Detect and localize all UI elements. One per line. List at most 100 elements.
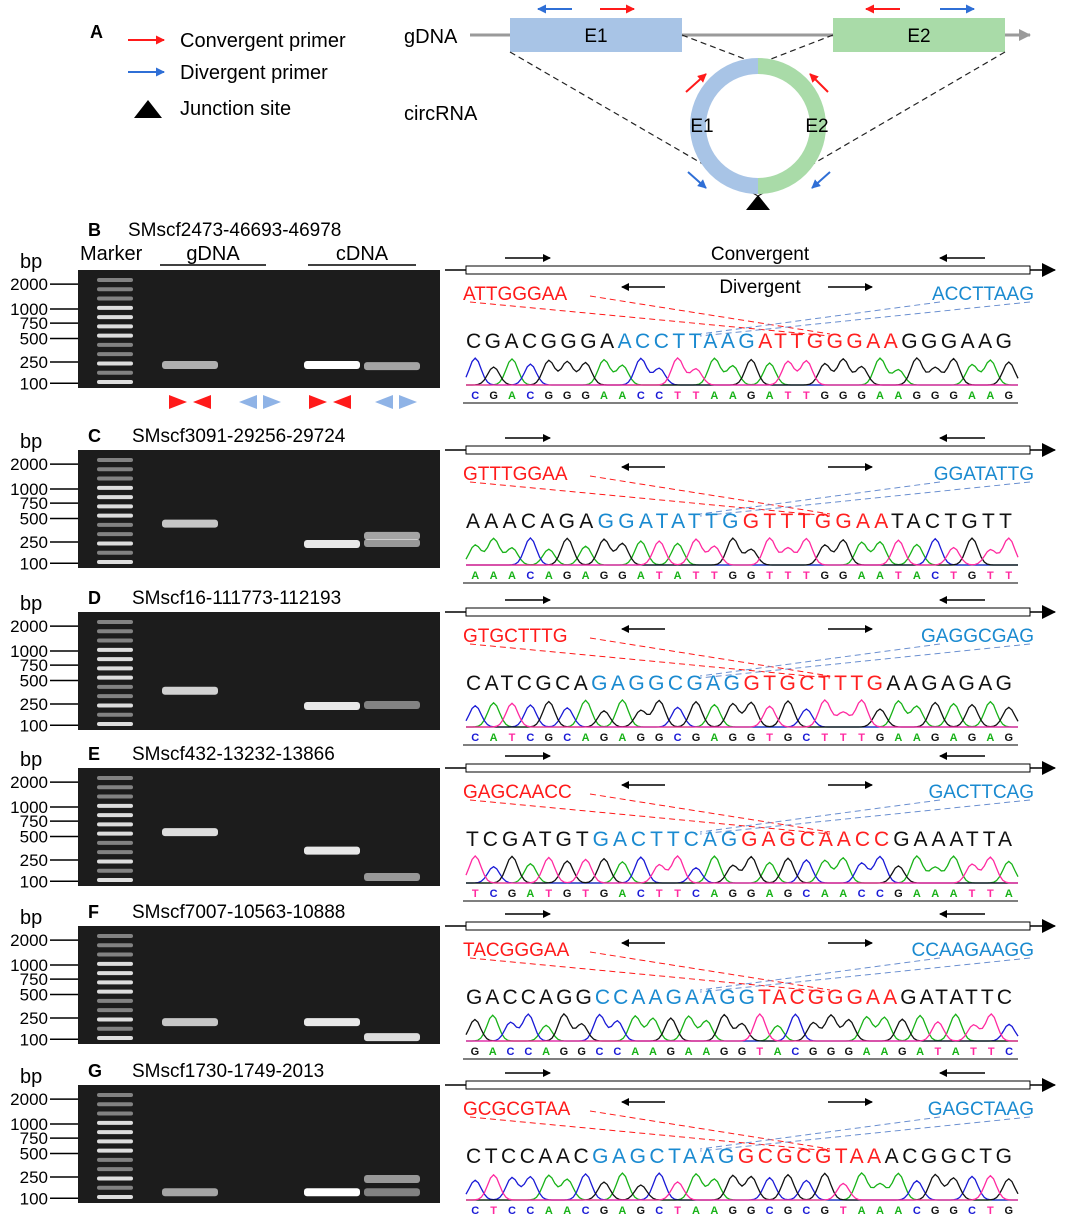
bp-label: bp [20, 749, 42, 771]
ladder-label: 500 [20, 985, 48, 1004]
base-call: T [766, 570, 773, 582]
base-call: G [839, 570, 848, 582]
gel-band [162, 361, 218, 370]
marker-band [97, 1017, 133, 1022]
base-call: T [674, 1205, 681, 1215]
marker-band [97, 1195, 133, 1199]
base-call: A [858, 570, 866, 582]
base-call: C [613, 1046, 621, 1058]
chromatogram-trace-a [466, 357, 1018, 386]
ladder-label: 250 [20, 1168, 48, 1187]
base-call: A [582, 732, 590, 744]
base-call: T [582, 888, 589, 900]
marker-band [97, 380, 133, 384]
marker-band [97, 803, 133, 808]
marker-band [97, 458, 133, 462]
marker-band [97, 1185, 133, 1190]
marker-band [97, 1148, 133, 1153]
base-call: G [545, 732, 554, 744]
panel-label: G [88, 1061, 102, 1081]
junction-connector-blue [699, 1116, 1031, 1152]
base-call: G [729, 888, 738, 900]
base-call: G [581, 390, 590, 402]
ladder-label: 1000 [10, 480, 48, 499]
base-call: C [526, 732, 534, 744]
marker-band [97, 657, 133, 662]
ladder-label: 750 [20, 656, 48, 675]
base-call: C [802, 1205, 810, 1215]
base-call: G [720, 1046, 729, 1058]
base-call: A [894, 732, 902, 744]
gel-band [364, 1033, 420, 1042]
legend-convergent-label: Convergent primer [180, 30, 346, 52]
junction-seq-black_1: AAACAGA [466, 510, 593, 533]
marker-band [97, 620, 133, 624]
base-call: T [766, 732, 773, 744]
marker-band [97, 1093, 133, 1097]
junction-triangle-icon [134, 100, 162, 118]
base-call: G [747, 888, 756, 900]
ladder-label: 250 [20, 1009, 48, 1028]
circ-e1-label: E1 [690, 116, 713, 137]
chromatogram-trace-c [465, 357, 1018, 386]
marker-band [97, 934, 133, 938]
marker-band [97, 629, 133, 634]
junction-connector-blue [699, 1116, 941, 1150]
marker-band [97, 647, 133, 652]
marker-band [97, 943, 133, 948]
base-call: C [655, 390, 663, 402]
marker-band [97, 296, 133, 301]
panel-a: A Convergent primer Divergent primer Jun… [90, 4, 1031, 210]
marker-band [97, 370, 133, 375]
gel-band [364, 531, 420, 540]
base-call: A [986, 732, 994, 744]
ladder-label: 100 [20, 872, 48, 891]
marker-band [97, 794, 133, 799]
gel-band [304, 539, 360, 548]
ladder-label: 500 [20, 671, 48, 690]
base-call: C [526, 1205, 534, 1215]
base-call: G [747, 570, 756, 582]
base-call: A [542, 1046, 550, 1058]
left-primer-seq: ATTGGGAA [463, 284, 567, 305]
junction-connector-red [469, 1116, 831, 1152]
ladder-label: 2000 [10, 1090, 48, 1109]
chromatogram-trace-t [466, 1012, 1018, 1042]
base-call: G [637, 732, 646, 744]
ladder-label: 1000 [10, 1115, 48, 1134]
base-call: G [913, 390, 922, 402]
marker-band [97, 694, 133, 699]
marker-band [97, 831, 133, 836]
template-strand [465, 1080, 1031, 1090]
legend-junction-label: Junction site [180, 98, 291, 120]
base-call: G [1005, 732, 1014, 744]
base-call: T [472, 888, 479, 900]
base-call: A [649, 1046, 657, 1058]
base-call: A [674, 570, 682, 582]
circ-convergent-primer-right-icon [809, 73, 829, 93]
junction-connector-blue [699, 301, 1031, 337]
base-call: A [490, 570, 498, 582]
base-call: G [618, 570, 627, 582]
junction-connector-blue [699, 957, 1031, 993]
base-call: T [693, 570, 700, 582]
base-call: G [784, 732, 793, 744]
left-primer-seq: GCGCGTAA [463, 1099, 571, 1120]
panel-title: SMscf7007-10563-10888 [132, 902, 345, 923]
marker-band [97, 675, 133, 680]
junction-connector-red [589, 1110, 831, 1150]
chromatogram-trace-t [465, 855, 1018, 884]
bp-label: bp [20, 431, 42, 453]
gel-band [162, 1018, 218, 1027]
junction-seq-red: GCGCGTAA [738, 1145, 881, 1168]
base-call: A [766, 390, 774, 402]
junction-connector-blue [699, 799, 941, 833]
base-call: T [674, 888, 681, 900]
base-call: A [710, 390, 718, 402]
junction-connector-blue [699, 957, 941, 991]
gel-image [78, 270, 440, 388]
